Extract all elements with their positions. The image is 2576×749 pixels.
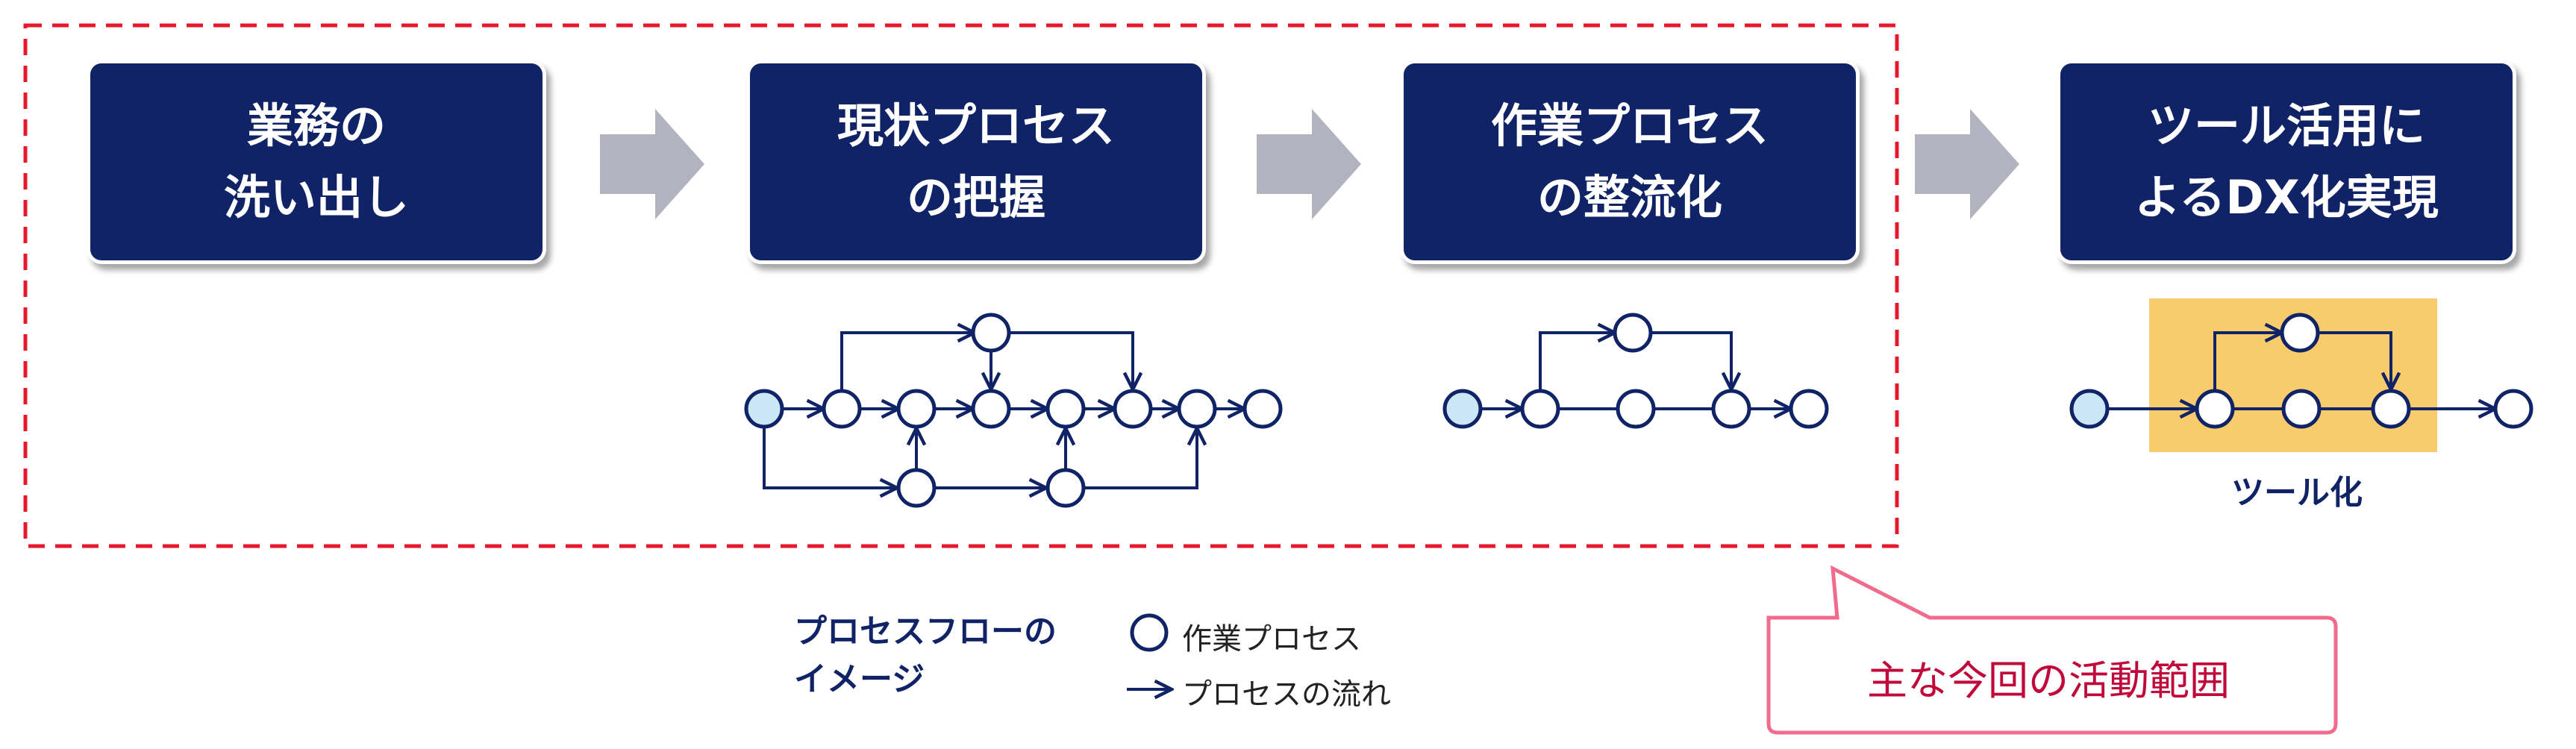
process-node-icon — [1520, 389, 1560, 429]
step-box-4: ツール活用に よるDX化実現 — [2057, 60, 2516, 264]
step-label: 作業プロセス の整流化 — [1490, 98, 1769, 225]
process-node-icon — [1113, 389, 1153, 429]
process-node-icon — [971, 313, 1011, 353]
process-node-icon — [971, 389, 1011, 429]
step-label: 業務の 洗い出し — [223, 98, 409, 225]
tool-process-flow — [2107, 333, 2495, 409]
step-arrow-icon — [600, 109, 704, 219]
process-node-icon — [1711, 389, 1751, 429]
process-node-icon — [1045, 389, 1086, 429]
legend-title: プロセスフローの イメージ — [794, 612, 1057, 698]
callout-bubble — [1766, 565, 2338, 735]
tool-label: ツール化 — [2231, 474, 2363, 512]
legend-node-text: 作業プロセス — [1182, 622, 1361, 656]
process-node-icon — [1789, 389, 1829, 429]
process-node-icon — [2069, 389, 2110, 429]
step-box-2: 現状プロセス の把握 — [746, 60, 1206, 264]
process-node-icon — [1045, 468, 1086, 508]
process-node-icon — [2281, 389, 2322, 429]
process-node-icon — [1242, 389, 1283, 429]
step-box-3: 作業プロセス の整流化 — [1400, 60, 1860, 264]
streamlined-process-nodes — [1442, 313, 1829, 429]
process-node-icon — [896, 389, 937, 429]
process-node-icon — [1442, 389, 1483, 429]
process-node-icon — [744, 389, 784, 429]
process-node-icon — [2280, 313, 2320, 353]
current-process-flow — [763, 333, 1245, 488]
current-process-nodes — [744, 313, 1283, 508]
step-arrow-icon — [1257, 109, 1361, 219]
process-node-icon — [1177, 389, 1217, 429]
step-arrow-icon — [1915, 109, 2019, 219]
process-node-icon — [1616, 389, 1656, 429]
streamlined-process-flow — [1481, 333, 1791, 409]
callout-text: 主な今回の活動範囲 — [1867, 657, 2230, 704]
process-node-icon — [2195, 389, 2235, 429]
legend-arrow-text: プロセスの流れ — [1182, 677, 1391, 712]
step-label: ツール活用に よるDX化実現 — [2134, 98, 2439, 225]
process-node-icon — [1130, 613, 1169, 652]
step-box-1: 業務の 洗い出し — [87, 60, 546, 264]
process-node-icon — [822, 389, 862, 429]
process-node-icon — [896, 468, 937, 508]
activity-scope-border — [23, 23, 1899, 548]
tool-process-nodes — [2069, 313, 2533, 429]
process-node-icon — [1613, 313, 1653, 353]
process-node-icon — [2371, 389, 2411, 429]
step-label: 現状プロセス の把握 — [837, 98, 1115, 225]
process-node-icon — [2493, 389, 2533, 429]
